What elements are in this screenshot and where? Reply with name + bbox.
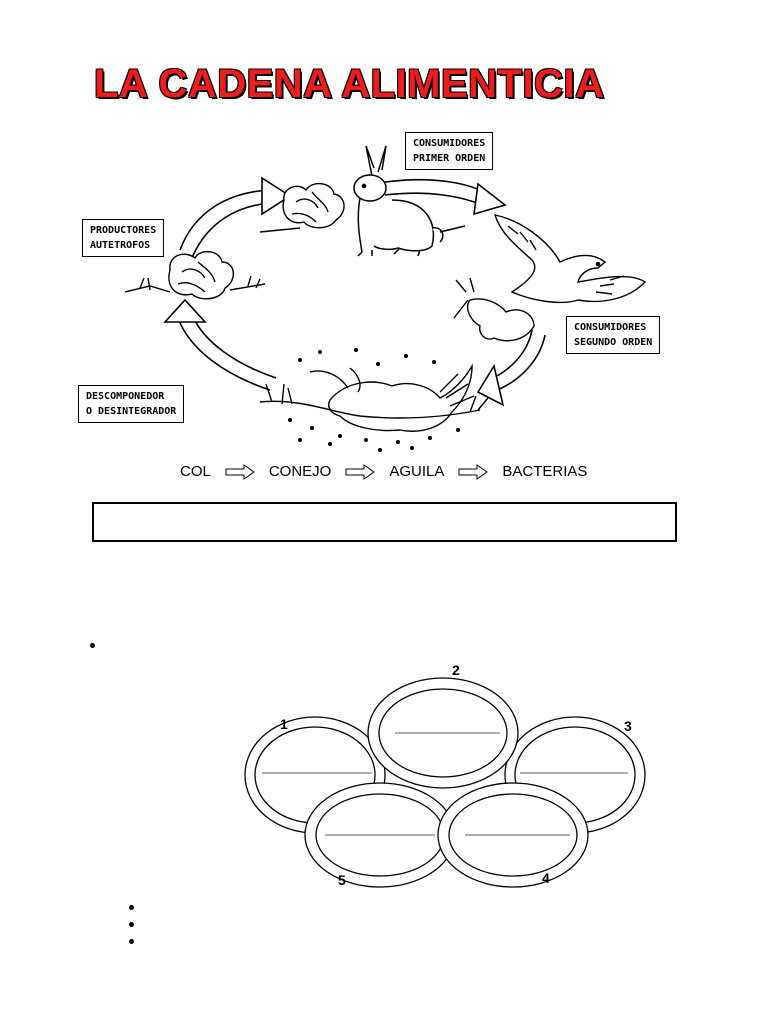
label-descomponedor: DESCOMPONEDOR O DESINTEGRADOR — [78, 385, 185, 423]
chain-arrow-icon — [345, 463, 376, 480]
rabbit-icon — [259, 145, 466, 257]
ring-number-4: 4 — [542, 870, 550, 886]
chain-arrow-icon — [225, 463, 255, 480]
bullet — [129, 939, 134, 944]
label-productores-autetrofos: PRODUCTORES AUTETROFOS — [82, 219, 165, 257]
ring-number-3: 3 — [624, 718, 632, 734]
chain-item-aguila: AGUILA — [389, 463, 445, 480]
ring-number-1: 1 — [280, 716, 288, 732]
cabbage-icon — [282, 183, 345, 229]
scattered-leaves — [288, 348, 460, 452]
bullet — [90, 643, 95, 648]
chain-arrow-icon — [458, 463, 489, 480]
chain-item-col: COL — [180, 463, 211, 480]
food-chain: COL CONEJO AGUILA BACTERIAS — [180, 463, 587, 480]
cabbage-icon — [124, 251, 266, 300]
label-consumidores-primer-orden: CONSUMIDORES PRIMER ORDEN — [405, 132, 494, 170]
cycle-arrow-icon — [163, 176, 546, 407]
ring-number-5: 5 — [338, 872, 346, 888]
chain-item-conejo: CONEJO — [268, 463, 332, 480]
dead-bird-icon — [259, 363, 489, 432]
label-consumidores-segundo-orden: CONSUMIDORES SEGUNDO ORDEN — [566, 316, 661, 354]
chain-item-bacterias: BACTERIAS — [502, 463, 588, 480]
eagle-icon — [453, 214, 647, 342]
bullet — [129, 905, 134, 910]
page-title: LA CADENA ALIMENTICIA — [94, 62, 605, 106]
food-cycle-diagram — [124, 145, 647, 452]
answer-box[interactable] — [92, 502, 677, 542]
bullet — [129, 922, 134, 927]
ring-number-2: 2 — [452, 662, 460, 678]
